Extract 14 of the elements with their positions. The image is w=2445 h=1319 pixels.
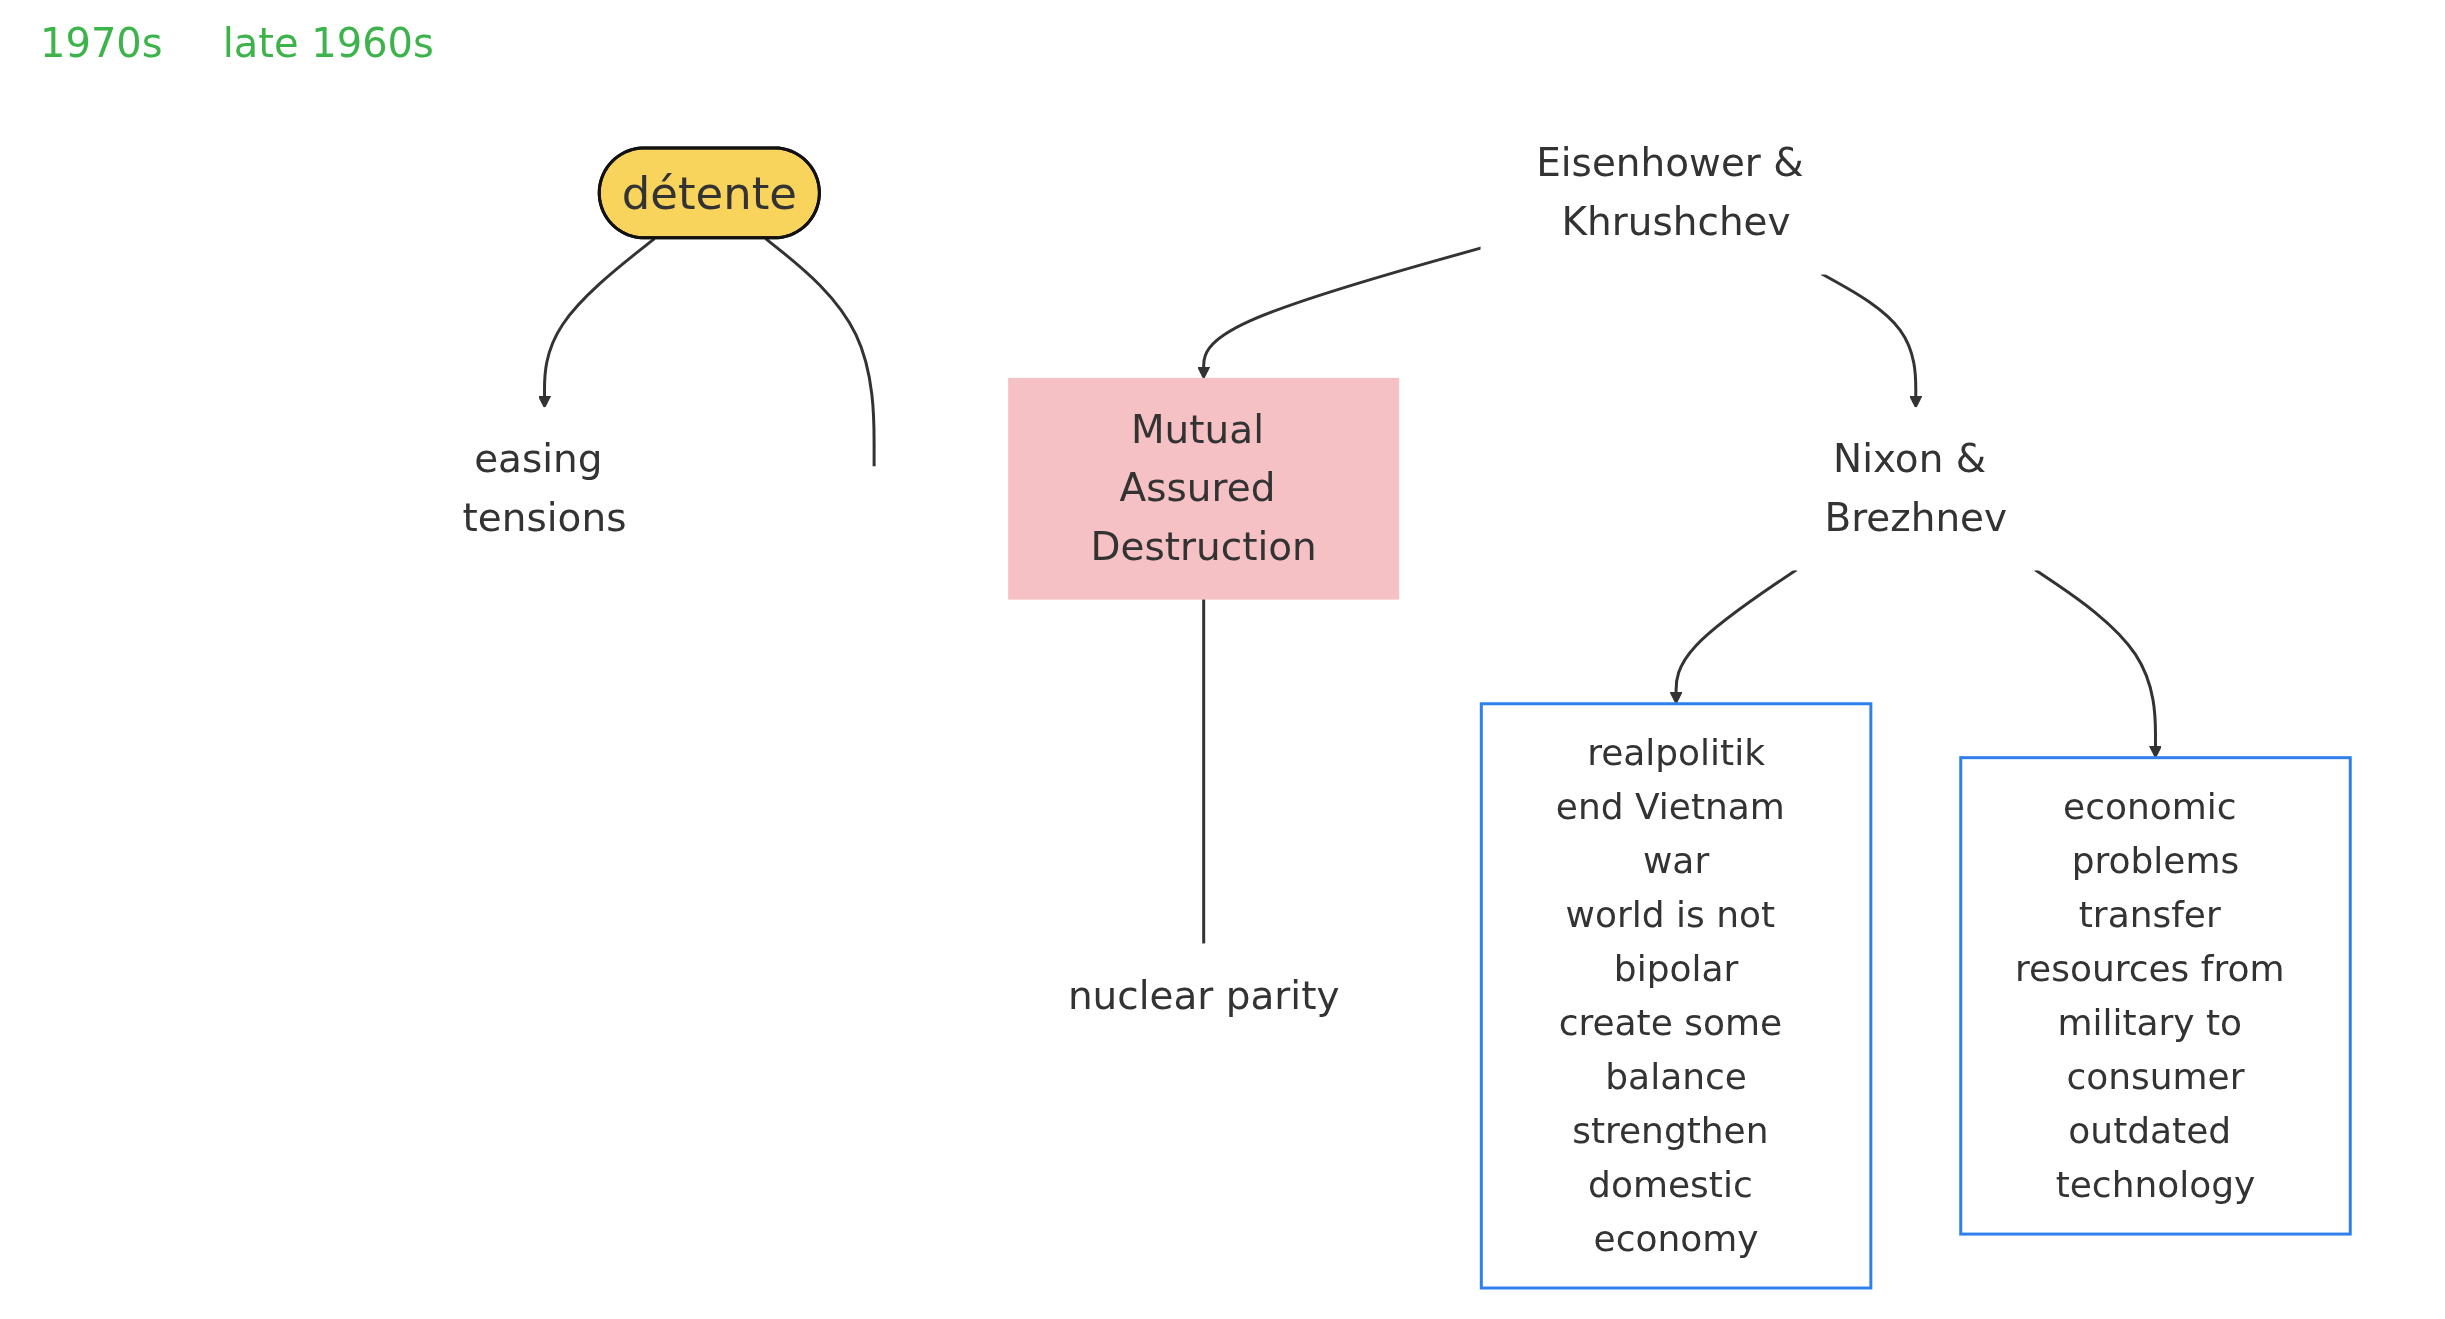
arrow: [537, 237, 656, 409]
connector: [764, 237, 876, 467]
node-text: Nixon & Brezhnev: [1824, 436, 2008, 540]
arrow: [1197, 246, 1482, 380]
node-text: nuclear parity: [1067, 972, 1340, 1018]
date-note: late 1960s: [222, 20, 434, 66]
node-box: Mutual Assured Destruction: [1008, 377, 1400, 600]
date-note: 1970s: [40, 20, 163, 66]
node-box: economic problems transfer resources from military to consumer outdated technology: [1959, 756, 2352, 1236]
arrow: [1820, 272, 1923, 409]
node-box: realpolitik end Vietnam war world is not bipolar create some balance strengthen domestic economy: [1479, 702, 1873, 1290]
node-text: easing tensions: [462, 436, 627, 540]
connector: [1202, 598, 1206, 945]
node-text: Eisenhower & Khrushchev: [1536, 140, 1804, 244]
